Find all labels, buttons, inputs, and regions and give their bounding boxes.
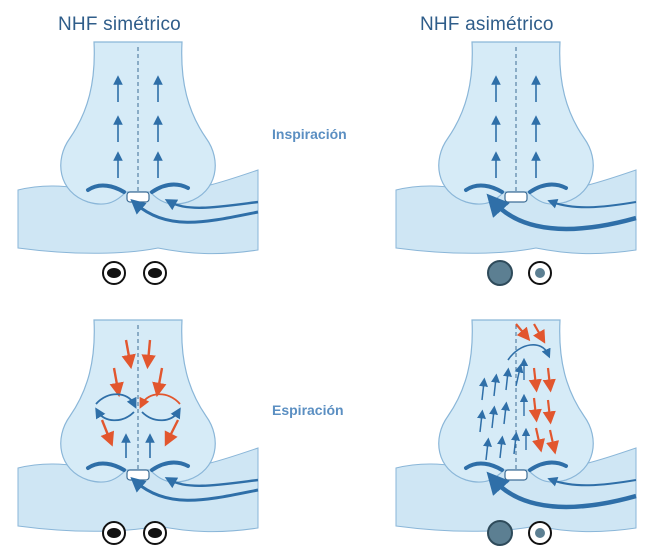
nostril-open-icon <box>148 268 162 278</box>
nostrils-symmetric-inspiration <box>103 262 166 284</box>
nostril-open-icon <box>107 268 121 278</box>
nostrils-asymmetric-inspiration <box>488 261 551 285</box>
panel-symmetric-expiration <box>18 320 258 532</box>
nostril-open-icon <box>535 528 545 538</box>
nostril-blocked-icon <box>488 261 512 285</box>
panel-symmetric-inspiration <box>18 42 258 254</box>
nostril-open-icon <box>107 528 121 538</box>
panel-asymmetric-expiration <box>396 320 636 532</box>
nostril-open-icon <box>535 268 545 278</box>
panel-asymmetric-inspiration <box>396 42 636 254</box>
nostril-open-icon <box>148 528 162 538</box>
nostril-blocked-icon <box>488 521 512 545</box>
